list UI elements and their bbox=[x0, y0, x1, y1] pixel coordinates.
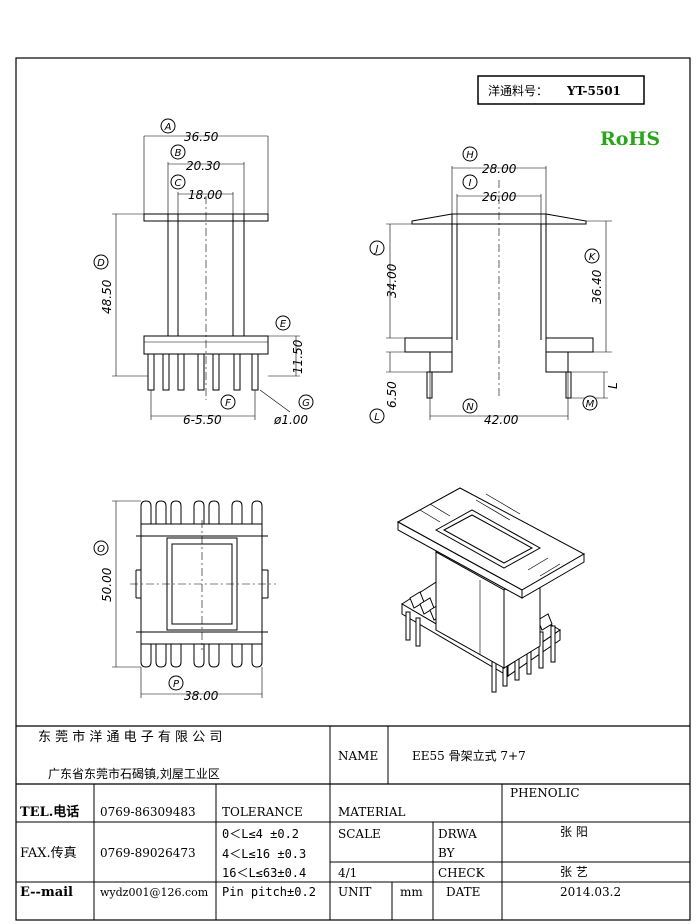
scale-value: 4/1 bbox=[338, 866, 357, 880]
side-view-dimensions: 28.00 26.00 34.00 36.40 6.50 L 42.00 bbox=[385, 162, 620, 427]
side-view bbox=[386, 166, 612, 420]
dim-i: 26.00 bbox=[482, 190, 517, 204]
label-j: J bbox=[374, 244, 379, 255]
label-b: B bbox=[175, 148, 182, 159]
label-k: K bbox=[589, 252, 597, 263]
label-c: C bbox=[175, 178, 182, 189]
label-i: I bbox=[469, 178, 472, 189]
label-l: L bbox=[374, 412, 380, 423]
part-number-box: 洋通料号： YT-5501 bbox=[477, 75, 645, 105]
part-number-label: 洋通料号： bbox=[488, 83, 548, 98]
tolerance-pin-pitch: Pin pitch±0.2 bbox=[222, 885, 316, 899]
front-pins bbox=[147, 353, 259, 391]
iso-pins bbox=[405, 611, 556, 693]
dim-e: 11.50 bbox=[291, 339, 305, 374]
dim-c: 18.00 bbox=[188, 188, 223, 202]
label-f: F bbox=[225, 398, 231, 409]
scale-label: SCALE bbox=[338, 827, 381, 841]
unit-label: UNIT bbox=[338, 885, 371, 899]
tolerance-label: TOLERANCE bbox=[222, 805, 303, 819]
dim-m: L bbox=[606, 382, 620, 389]
front-view bbox=[112, 135, 300, 420]
front-view-labels: A B C D E F G bbox=[93, 118, 314, 410]
label-d: D bbox=[97, 258, 105, 269]
label-g: G bbox=[302, 398, 310, 409]
drawn-by-value: 张 阳 bbox=[560, 825, 588, 839]
material-value: PHENOLIC bbox=[510, 786, 580, 800]
bottom-bottom-fins bbox=[140, 644, 263, 668]
dim-n: 42.00 bbox=[484, 413, 519, 427]
tolerance-range-3: 16＜L≤63±0.4 bbox=[222, 866, 306, 880]
sheet-border bbox=[15, 57, 691, 921]
label-o: O bbox=[97, 544, 105, 555]
bottom-view-labels: O P bbox=[93, 540, 184, 691]
material-label: MATERIAL bbox=[338, 805, 406, 819]
bottom-top-fins bbox=[140, 500, 263, 536]
tel-label: TEL.电话 bbox=[20, 804, 79, 820]
label-h: H bbox=[466, 150, 474, 161]
rohs-mark: RoHS bbox=[600, 128, 660, 150]
email-label: E--mail bbox=[20, 885, 73, 900]
label-e: E bbox=[280, 319, 287, 330]
date-label: DATE bbox=[446, 885, 480, 899]
name-value: EE55 骨架立式 7+7 bbox=[412, 748, 526, 763]
front-view-dimensions: 36.50 20.30 18.00 48.50 11.50 6-5.50 ø1.… bbox=[100, 130, 308, 427]
isometric-view bbox=[396, 487, 586, 693]
dim-f: 6-5.50 bbox=[183, 413, 222, 427]
fax-label: FAX.传真 bbox=[20, 846, 77, 861]
dim-p: 38.00 bbox=[184, 689, 219, 703]
side-view-labels: H I J K L M N bbox=[369, 146, 600, 424]
check-label: CHECK bbox=[438, 866, 486, 880]
label-p: P bbox=[173, 679, 180, 690]
tolerance-range-1: 0＜L≤4 ±0.2 bbox=[222, 827, 299, 841]
date-value: 2014.03.2 bbox=[560, 885, 621, 899]
fax-value: 0769-89026473 bbox=[100, 846, 196, 860]
dim-k: 36.40 bbox=[590, 269, 604, 304]
label-n: N bbox=[466, 402, 474, 413]
dim-g: ø1.00 bbox=[273, 413, 308, 427]
dim-a: 36.50 bbox=[184, 130, 219, 144]
check-value: 张 艺 bbox=[560, 865, 588, 879]
label-m: M bbox=[586, 399, 595, 410]
dim-o: 50.00 bbox=[100, 567, 114, 602]
company-address: 广东省东莞市石碣镇,刘屋工业区 bbox=[48, 766, 220, 781]
tolerance-range-2: 4＜L≤16 ±0.3 bbox=[222, 847, 306, 861]
dim-l: 6.50 bbox=[385, 381, 399, 408]
part-number-value: YT-5501 bbox=[566, 84, 621, 98]
dim-b: 20.30 bbox=[186, 159, 221, 173]
drawn-by-label-2: BY bbox=[438, 846, 456, 860]
email-value: wydz001@126.com bbox=[100, 886, 209, 899]
name-label: NAME bbox=[338, 749, 378, 763]
dim-h: 28.00 bbox=[482, 162, 517, 176]
title-block bbox=[16, 725, 690, 920]
title-block-text: 东 莞 市 洋 通 电 子 有 限 公 司 广东省东莞市石碣镇,刘屋工业区 NA… bbox=[20, 729, 621, 900]
tel-value: 0769-86309483 bbox=[100, 805, 196, 819]
label-a: A bbox=[164, 122, 172, 133]
dim-d: 48.50 bbox=[100, 279, 114, 314]
bottom-view bbox=[112, 500, 276, 698]
unit-value: mm bbox=[400, 885, 423, 899]
bottom-view-dimensions: 50.00 38.00 bbox=[100, 567, 219, 703]
dim-j: 34.00 bbox=[385, 263, 399, 298]
company-name: 东 莞 市 洋 通 电 子 有 限 公 司 bbox=[38, 729, 222, 745]
drawn-by-label-1: DRWA bbox=[438, 827, 477, 841]
